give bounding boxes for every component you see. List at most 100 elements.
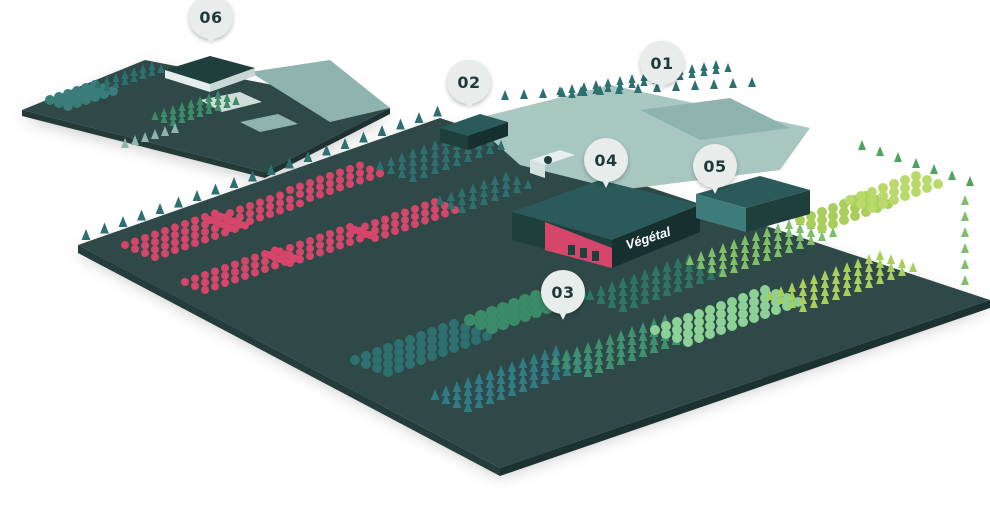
- bush-icon: [867, 195, 877, 205]
- bush-icon: [431, 205, 439, 214]
- bush-icon: [161, 227, 169, 235]
- tree-icon: [673, 265, 683, 276]
- bush-icon: [716, 317, 726, 327]
- bush-icon: [241, 264, 249, 273]
- tree-icon: [638, 330, 648, 341]
- bush-icon: [90, 92, 100, 102]
- bush-icon: [371, 234, 379, 242]
- tree-icon: [700, 67, 708, 76]
- bush-icon: [705, 329, 715, 339]
- tree-icon: [788, 290, 796, 300]
- map-marker-05[interactable]: 05: [693, 144, 737, 196]
- tree-icon: [684, 261, 694, 272]
- bush-icon: [99, 89, 109, 99]
- map-marker-04[interactable]: 04: [584, 138, 628, 190]
- tree-icon: [340, 138, 350, 149]
- tree-icon: [763, 227, 771, 237]
- bush-icon: [383, 359, 393, 369]
- map-marker-06[interactable]: 06: [189, 0, 233, 47]
- bush-icon: [411, 205, 419, 213]
- tree-icon: [810, 298, 818, 308]
- tree-icon: [485, 393, 495, 404]
- tree-icon: [112, 79, 120, 88]
- tree-icon: [496, 365, 506, 376]
- map-marker-03[interactable]: 03: [541, 270, 585, 322]
- tree-icon: [799, 302, 807, 312]
- tree-icon: [583, 350, 593, 361]
- bush-icon: [460, 339, 470, 349]
- tree-icon: [708, 247, 716, 257]
- tree-icon: [640, 277, 650, 288]
- tree-icon: [322, 144, 331, 156]
- tree-icon: [634, 83, 642, 93]
- bush-icon: [336, 226, 344, 235]
- tree-icon: [785, 227, 793, 237]
- tree-icon: [205, 93, 213, 102]
- bush-icon: [151, 245, 159, 254]
- tree-icon: [139, 64, 147, 73]
- tree-icon: [684, 277, 694, 288]
- bush-icon: [839, 215, 849, 225]
- bush-icon: [530, 306, 542, 318]
- tree-icon: [876, 250, 884, 260]
- tree-icon: [480, 187, 488, 197]
- tree-icon: [529, 377, 539, 388]
- tree-icon: [930, 164, 938, 174]
- bush-icon: [261, 265, 269, 273]
- tree-icon: [121, 70, 129, 79]
- tree-icon: [431, 140, 439, 150]
- bush-icon: [141, 241, 149, 250]
- tree-icon: [205, 99, 213, 108]
- tree-icon: [568, 84, 576, 93]
- marker-tail: [204, 31, 218, 45]
- tree-icon: [398, 168, 406, 178]
- tree-icon: [148, 67, 156, 76]
- tree-icon: [223, 93, 231, 102]
- bush-icon: [482, 331, 492, 341]
- tree-icon: [464, 152, 472, 162]
- bush-icon: [519, 310, 531, 322]
- bush-icon: [371, 219, 379, 227]
- tree-icon: [520, 89, 528, 99]
- bush-icon: [694, 333, 704, 343]
- building-04: Végétal: [512, 180, 700, 268]
- bush-icon: [201, 228, 209, 236]
- map-marker-01[interactable]: 01: [640, 41, 684, 93]
- map-marker-02[interactable]: 02: [447, 60, 491, 112]
- tree-icon: [766, 290, 774, 300]
- tree-icon: [854, 282, 862, 292]
- tree-icon: [561, 358, 571, 369]
- bush-icon: [276, 247, 284, 256]
- greenhouse: [530, 150, 575, 178]
- bush-icon: [151, 238, 159, 246]
- bush-icon: [449, 327, 459, 337]
- bush-icon: [286, 186, 294, 194]
- tree-icon: [858, 140, 866, 150]
- tree-icon: [730, 239, 738, 249]
- tree-icon: [513, 175, 521, 185]
- tree-icon: [141, 132, 149, 142]
- bush-icon: [449, 319, 459, 329]
- bush-icon: [226, 209, 234, 217]
- bush-icon: [346, 165, 354, 173]
- tree-icon: [719, 243, 727, 253]
- tree-icon: [491, 183, 499, 193]
- tree-icon: [485, 369, 495, 380]
- bush-icon: [878, 199, 888, 209]
- bush-icon: [256, 213, 264, 222]
- bush-icon: [383, 343, 393, 353]
- tree-icon: [662, 269, 672, 280]
- tree-icon: [103, 76, 111, 85]
- tree-icon: [695, 265, 705, 276]
- tree-icon: [616, 338, 626, 349]
- bush-icon: [316, 241, 324, 249]
- tree-icon: [785, 243, 793, 253]
- tree-icon: [572, 346, 582, 357]
- tree-icon: [961, 275, 969, 285]
- bush-icon: [427, 351, 437, 361]
- tree-icon: [486, 144, 494, 154]
- bush-icon: [171, 231, 179, 239]
- bush-icon: [141, 249, 149, 257]
- tree-icon: [562, 365, 572, 376]
